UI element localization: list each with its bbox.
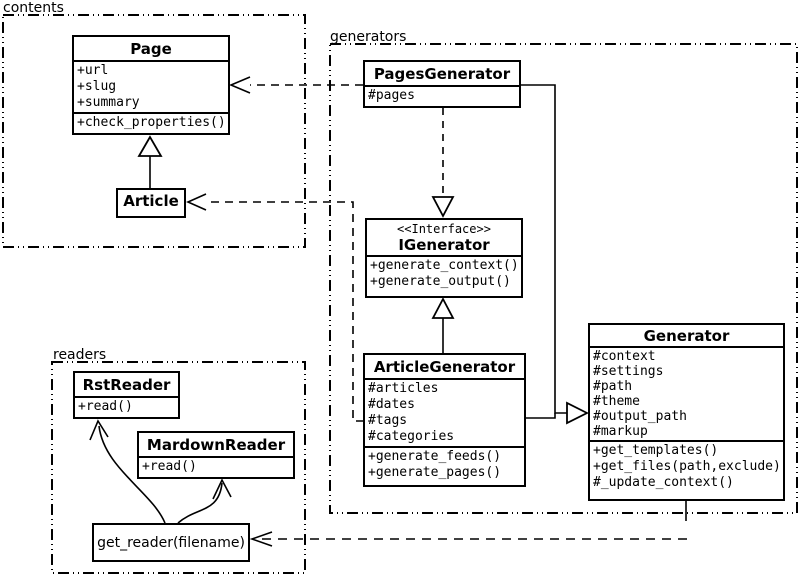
- class-generator-attributes: #context #settings #path #theme #output_…: [590, 348, 783, 442]
- edge-pagesgenerator-generator: [521, 84, 567, 414]
- class-pagesgenerator-attributes: #pages: [365, 87, 519, 105]
- open-arrowhead-article: [186, 193, 207, 211]
- method: #_update_context(): [593, 475, 734, 490]
- hollow-triangle-page: [137, 135, 163, 157]
- class-igenerator-title: IGenerator: [398, 236, 490, 254]
- package-readers-border: [51, 361, 306, 574]
- attribute: #theme: [593, 394, 640, 409]
- attribute: #pages: [368, 88, 415, 103]
- class-articlegenerator-methods: +generate_feeds() +generate_pages(): [365, 448, 524, 482]
- class-rstreader: RstReader +read(): [73, 371, 180, 419]
- attribute: #context: [593, 349, 656, 364]
- attribute: #dates: [368, 397, 415, 412]
- class-page-attributes: +url +slug +summary: [74, 62, 228, 114]
- method: +check_properties(): [77, 115, 226, 130]
- function-get-reader: get_reader(filename): [92, 523, 250, 562]
- attribute: #path: [593, 379, 633, 394]
- method: +generate_context(): [370, 258, 519, 273]
- class-igenerator-stereotype: <<Interface>>: [397, 222, 491, 236]
- attribute: #settings: [593, 364, 664, 379]
- attribute: +url: [77, 63, 109, 78]
- package-label-generators: generators: [330, 29, 407, 45]
- package-generators-border: [329, 43, 798, 514]
- class-igenerator-methods: +generate_context() +generate_output(): [367, 257, 521, 291]
- method: +get_templates(): [593, 443, 719, 458]
- edge-articlegenerator-generator: [526, 413, 556, 419]
- attribute: +slug: [77, 79, 117, 94]
- package-label-contents: contents: [3, 0, 64, 16]
- open-arrowhead-page: [228, 76, 251, 94]
- hollow-triangle-generator: [566, 401, 590, 425]
- attribute: #markup: [593, 424, 648, 439]
- attribute: +summary: [77, 95, 140, 110]
- class-generator-title: Generator: [590, 325, 783, 348]
- method: +generate_output(): [370, 274, 511, 289]
- class-igenerator: <<Interface>> IGenerator +generate_conte…: [365, 218, 523, 298]
- hollow-triangle-igenerator-bottom: [431, 297, 455, 319]
- method: +generate_feeds(): [368, 449, 502, 464]
- package-contents-border: [2, 14, 306, 248]
- class-pagesgenerator-title: PagesGenerator: [365, 62, 519, 87]
- edge-getreader-rstreader: [98, 425, 166, 524]
- class-generator-methods: +get_templates() +get_files(path,exclude…: [590, 442, 783, 492]
- attribute: #articles: [368, 381, 439, 396]
- class-articlegenerator-attributes: #articles #dates #tags #categories: [365, 380, 524, 448]
- class-article-title: Article: [123, 192, 179, 210]
- method: +read(): [142, 459, 197, 474]
- attribute: #output_path: [593, 409, 687, 424]
- class-mardownreader-methods: +read(): [139, 458, 293, 476]
- class-pagesgenerator: PagesGenerator #pages: [363, 60, 521, 108]
- class-rstreader-title: RstReader: [75, 373, 178, 398]
- class-generator: Generator #context #settings #path #them…: [588, 323, 785, 501]
- class-articlegenerator-title: ArticleGenerator: [365, 355, 524, 380]
- package-label-readers: readers: [53, 347, 107, 363]
- class-articlegenerator: ArticleGenerator #articles #dates #tags …: [363, 353, 526, 487]
- class-page: Page +url +slug +summary +check_properti…: [72, 35, 230, 135]
- attribute: #categories: [368, 429, 455, 444]
- open-arrowhead-mardownreader: [212, 478, 232, 500]
- class-article: Article: [116, 188, 186, 218]
- class-mardownreader-title: MardownReader: [139, 433, 293, 458]
- attribute: #tags: [368, 413, 408, 428]
- method: +generate_pages(): [368, 465, 502, 480]
- function-get-reader-label: get_reader(filename): [97, 534, 245, 551]
- class-igenerator-title-area: <<Interface>> IGenerator: [367, 220, 521, 257]
- edge-getreader-mardownreader: [177, 482, 223, 524]
- class-mardownreader: MardownReader +read(): [137, 431, 295, 479]
- hollow-triangle-igenerator-top: [431, 196, 455, 218]
- class-rstreader-methods: +read(): [75, 398, 178, 416]
- open-arrowhead-getreader: [249, 531, 273, 547]
- class-page-title: Page: [74, 37, 228, 62]
- method: +get_files(path,exclude): [593, 459, 781, 474]
- edge-articlegenerator-article: [206, 201, 364, 422]
- open-arrowhead-rstreader: [89, 419, 109, 441]
- class-page-methods: +check_properties(): [74, 114, 228, 132]
- method: +read(): [78, 399, 133, 414]
